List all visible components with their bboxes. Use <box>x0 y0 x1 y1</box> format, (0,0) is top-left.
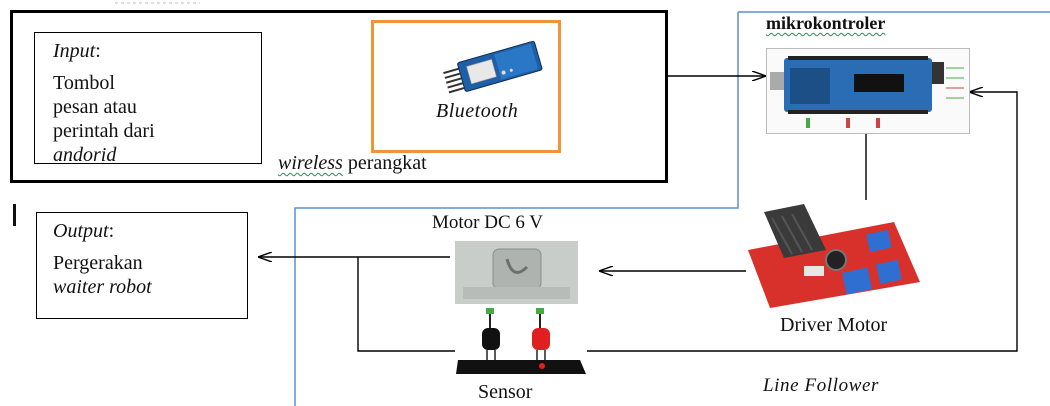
motor-driver-icon <box>748 204 920 308</box>
input-box: Input: Tombol pesan atau perintah dari a… <box>34 32 262 167</box>
output-box: Output: Pergerakan waiter robot <box>36 212 248 319</box>
output-line-1: Pergerakan <box>53 252 143 274</box>
wireless-label: wireless perangkat <box>278 151 427 175</box>
output-line-2: waiter robot <box>53 276 152 298</box>
input-line-4: andorid <box>53 144 117 166</box>
input-text: Tombol pesan atau perintah dari andorid <box>53 71 155 167</box>
input-title: Input <box>53 40 96 62</box>
wireless-word: wireless <box>278 152 343 174</box>
mikrokontroler-label: mikrokontroler <box>766 13 886 33</box>
output-title: Output <box>53 220 109 242</box>
output-title-colon: : <box>108 220 115 242</box>
driver-motor-label: Driver Motor <box>780 314 888 336</box>
bluetooth-label: Bluetooth <box>436 100 519 122</box>
sensor-label: Sensor <box>478 381 533 403</box>
line-follower-label: Line Follower <box>763 375 879 396</box>
line-sensor-icon <box>456 308 586 374</box>
bluetooth-box: Bluetooth <box>371 20 561 153</box>
motor-dc-label: Motor DC 6 V <box>432 212 544 233</box>
line-follower-frame <box>294 11 1050 406</box>
arduino-board-icon <box>766 48 970 134</box>
input-line-2: pesan atau <box>53 96 137 118</box>
dc-motor-icon <box>455 241 578 304</box>
bluetooth-module-icon <box>443 40 543 94</box>
input-title-colon: : <box>95 40 101 62</box>
text-cursor-mark <box>13 204 16 226</box>
input-line-1: Tombol <box>53 72 115 94</box>
input-line-3: perintah dari <box>53 120 155 142</box>
perangkat-word: perangkat <box>342 152 427 174</box>
